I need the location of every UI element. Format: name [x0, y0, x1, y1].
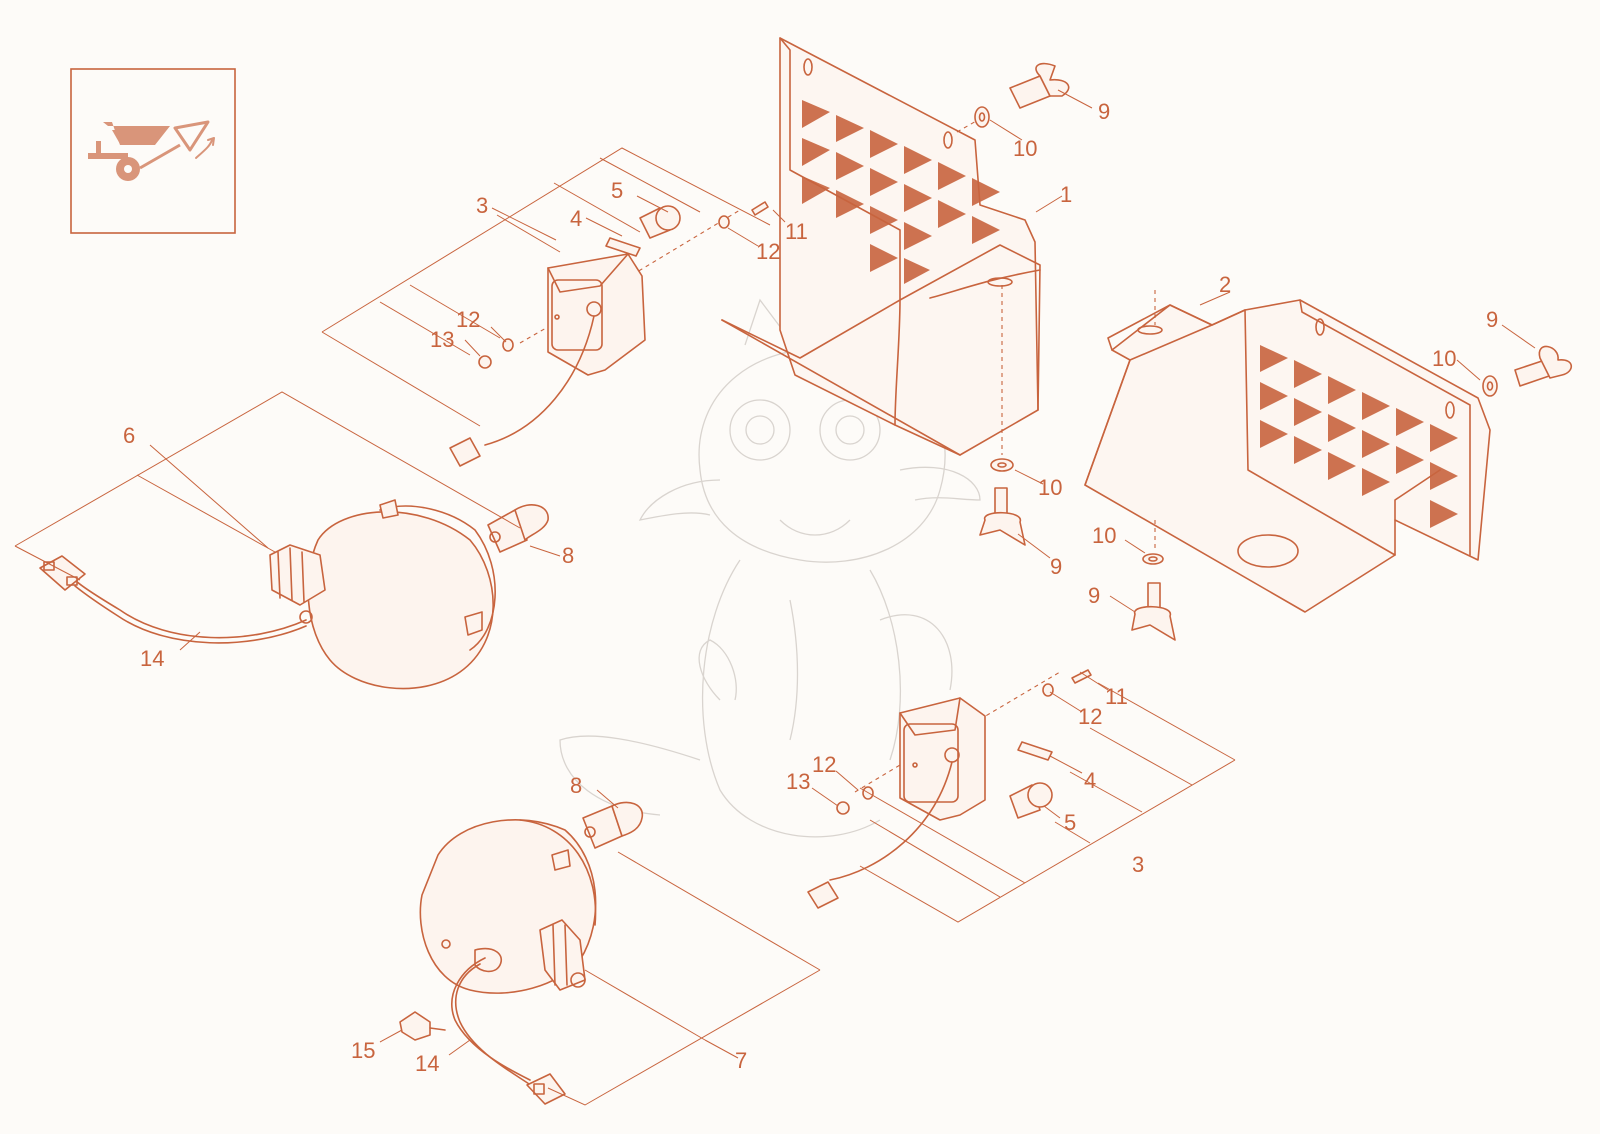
callout-11: 11	[1105, 684, 1128, 709]
baby-dragon-watermark	[559, 298, 981, 838]
wing-screw-right	[1514, 345, 1573, 387]
group-bracket-upper-lamp	[321, 147, 771, 427]
callout-8: 8	[562, 543, 574, 568]
callout-7: 7	[735, 1048, 747, 1073]
right-mounting-bracket	[1084, 299, 1491, 613]
festoon-bulb-lower	[1017, 741, 1053, 761]
callout-13: 13	[786, 769, 810, 794]
callout-1: 1	[1060, 182, 1072, 207]
callout-9: 9	[1098, 99, 1110, 124]
callout-9: 9	[1486, 307, 1498, 332]
headlamp-upper	[39, 499, 496, 690]
group-bracket-lower-headlamp	[547, 851, 821, 1106]
callout-4: 4	[1084, 768, 1096, 793]
bulb-upper-small	[639, 205, 681, 239]
callout-12: 12	[756, 239, 780, 264]
left-mounting-bracket	[721, 37, 1041, 456]
bracket-2-lattice	[1260, 345, 1458, 528]
callout-12: 12	[1078, 704, 1102, 729]
callout-labels: 9 10 1 5 3 4 11 12 12 13 2 9 10 10 6 8 9…	[123, 99, 1498, 1076]
washer-lower-right	[1142, 553, 1164, 565]
callout-9: 9	[1050, 554, 1062, 579]
callout-10: 10	[1013, 136, 1037, 161]
wing-screw-top	[1009, 62, 1070, 109]
group-bracket-upper-headlamp	[14, 391, 521, 581]
callout-13: 13	[430, 327, 454, 352]
washer-middle	[990, 458, 1014, 472]
wheelbarrow-tipping-icon	[70, 68, 236, 234]
halogen-bulb-upper	[487, 504, 549, 553]
callout-3: 3	[476, 193, 488, 218]
washer-right-upper	[1482, 375, 1498, 397]
group-bracket-lower-lamp	[859, 682, 1236, 923]
connector-15	[399, 1011, 446, 1041]
callout-6: 6	[123, 423, 135, 448]
callout-5: 5	[1064, 810, 1076, 835]
callout-14: 14	[140, 646, 164, 671]
callout-2: 2	[1219, 272, 1231, 297]
washer-upper-lamp	[718, 215, 730, 229]
callout-11: 11	[785, 219, 808, 244]
callout-15: 15	[351, 1038, 375, 1063]
nut-upper	[478, 338, 514, 369]
bulb-lower-small	[1009, 782, 1053, 819]
headlamp-lower	[419, 819, 597, 1105]
wing-screw-middle	[979, 487, 1026, 546]
festoon-bulb-upper	[605, 237, 641, 257]
washer-top	[974, 106, 990, 128]
callout-5: 5	[611, 178, 623, 203]
tail-lamp-upper	[449, 253, 646, 467]
callout-10: 10	[1432, 346, 1456, 371]
callout-9: 9	[1088, 583, 1100, 608]
callout-3: 3	[1132, 852, 1144, 877]
callout-10: 10	[1038, 475, 1062, 500]
wing-screw-lower-right	[1131, 582, 1176, 641]
callout-12: 12	[456, 307, 480, 332]
tail-lamp-lower	[807, 697, 986, 909]
screw-upper	[751, 201, 769, 216]
callout-8: 8	[570, 773, 582, 798]
screw-lower	[1071, 669, 1092, 684]
callout-4: 4	[570, 206, 582, 231]
callout-14: 14	[415, 1051, 439, 1076]
halogen-bulb-lower	[582, 801, 644, 849]
bracket-1-lattice	[802, 100, 1000, 284]
leader-lines	[149, 89, 1536, 1056]
callout-12: 12	[812, 752, 836, 777]
callout-10: 10	[1092, 523, 1116, 548]
